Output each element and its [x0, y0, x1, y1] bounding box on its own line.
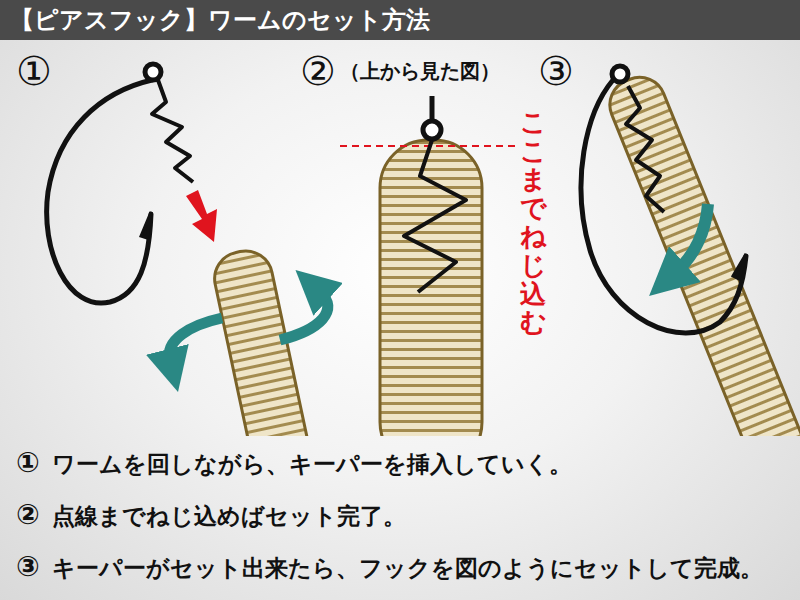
insert-arrow — [186, 190, 217, 242]
callout-number: ② — [16, 498, 40, 531]
hook-shank — [430, 96, 435, 120]
callout-number: ① — [16, 48, 52, 94]
callout-number: ② — [300, 48, 336, 94]
keeper-spring — [152, 80, 193, 182]
rotate-arrow — [169, 318, 222, 360]
worm — [380, 140, 482, 436]
callout-number: ③ — [16, 550, 40, 583]
step-text: ワームを回しながら、キーパーを挿入していく。 — [52, 449, 572, 480]
hook — [47, 80, 152, 303]
callout-number: ③ — [538, 48, 574, 94]
step-text: キーパーがセット出来たら、フックを図のようにセットして完成。 — [52, 553, 763, 584]
title: 【ピアスフック】ワームのセット方法 — [10, 5, 430, 35]
set-arrow — [676, 204, 708, 272]
view-note: （上から見た図） — [340, 58, 500, 85]
hook-barb — [733, 254, 746, 279]
worm — [602, 70, 800, 436]
hook-eye — [612, 66, 628, 82]
rotate-arrow — [280, 292, 328, 340]
hook-barb — [141, 212, 151, 238]
keeper-spring — [404, 140, 466, 292]
hook-eye — [423, 121, 441, 139]
step-text: 点線までねじ込めばセット完了。 — [52, 501, 406, 532]
hook — [581, 80, 746, 333]
hook-eye — [145, 64, 161, 80]
callout-number: ① — [16, 446, 40, 479]
instruction-note: ここまでねじ込む — [520, 108, 546, 337]
worm — [210, 246, 317, 436]
keeper-spring — [626, 86, 664, 212]
